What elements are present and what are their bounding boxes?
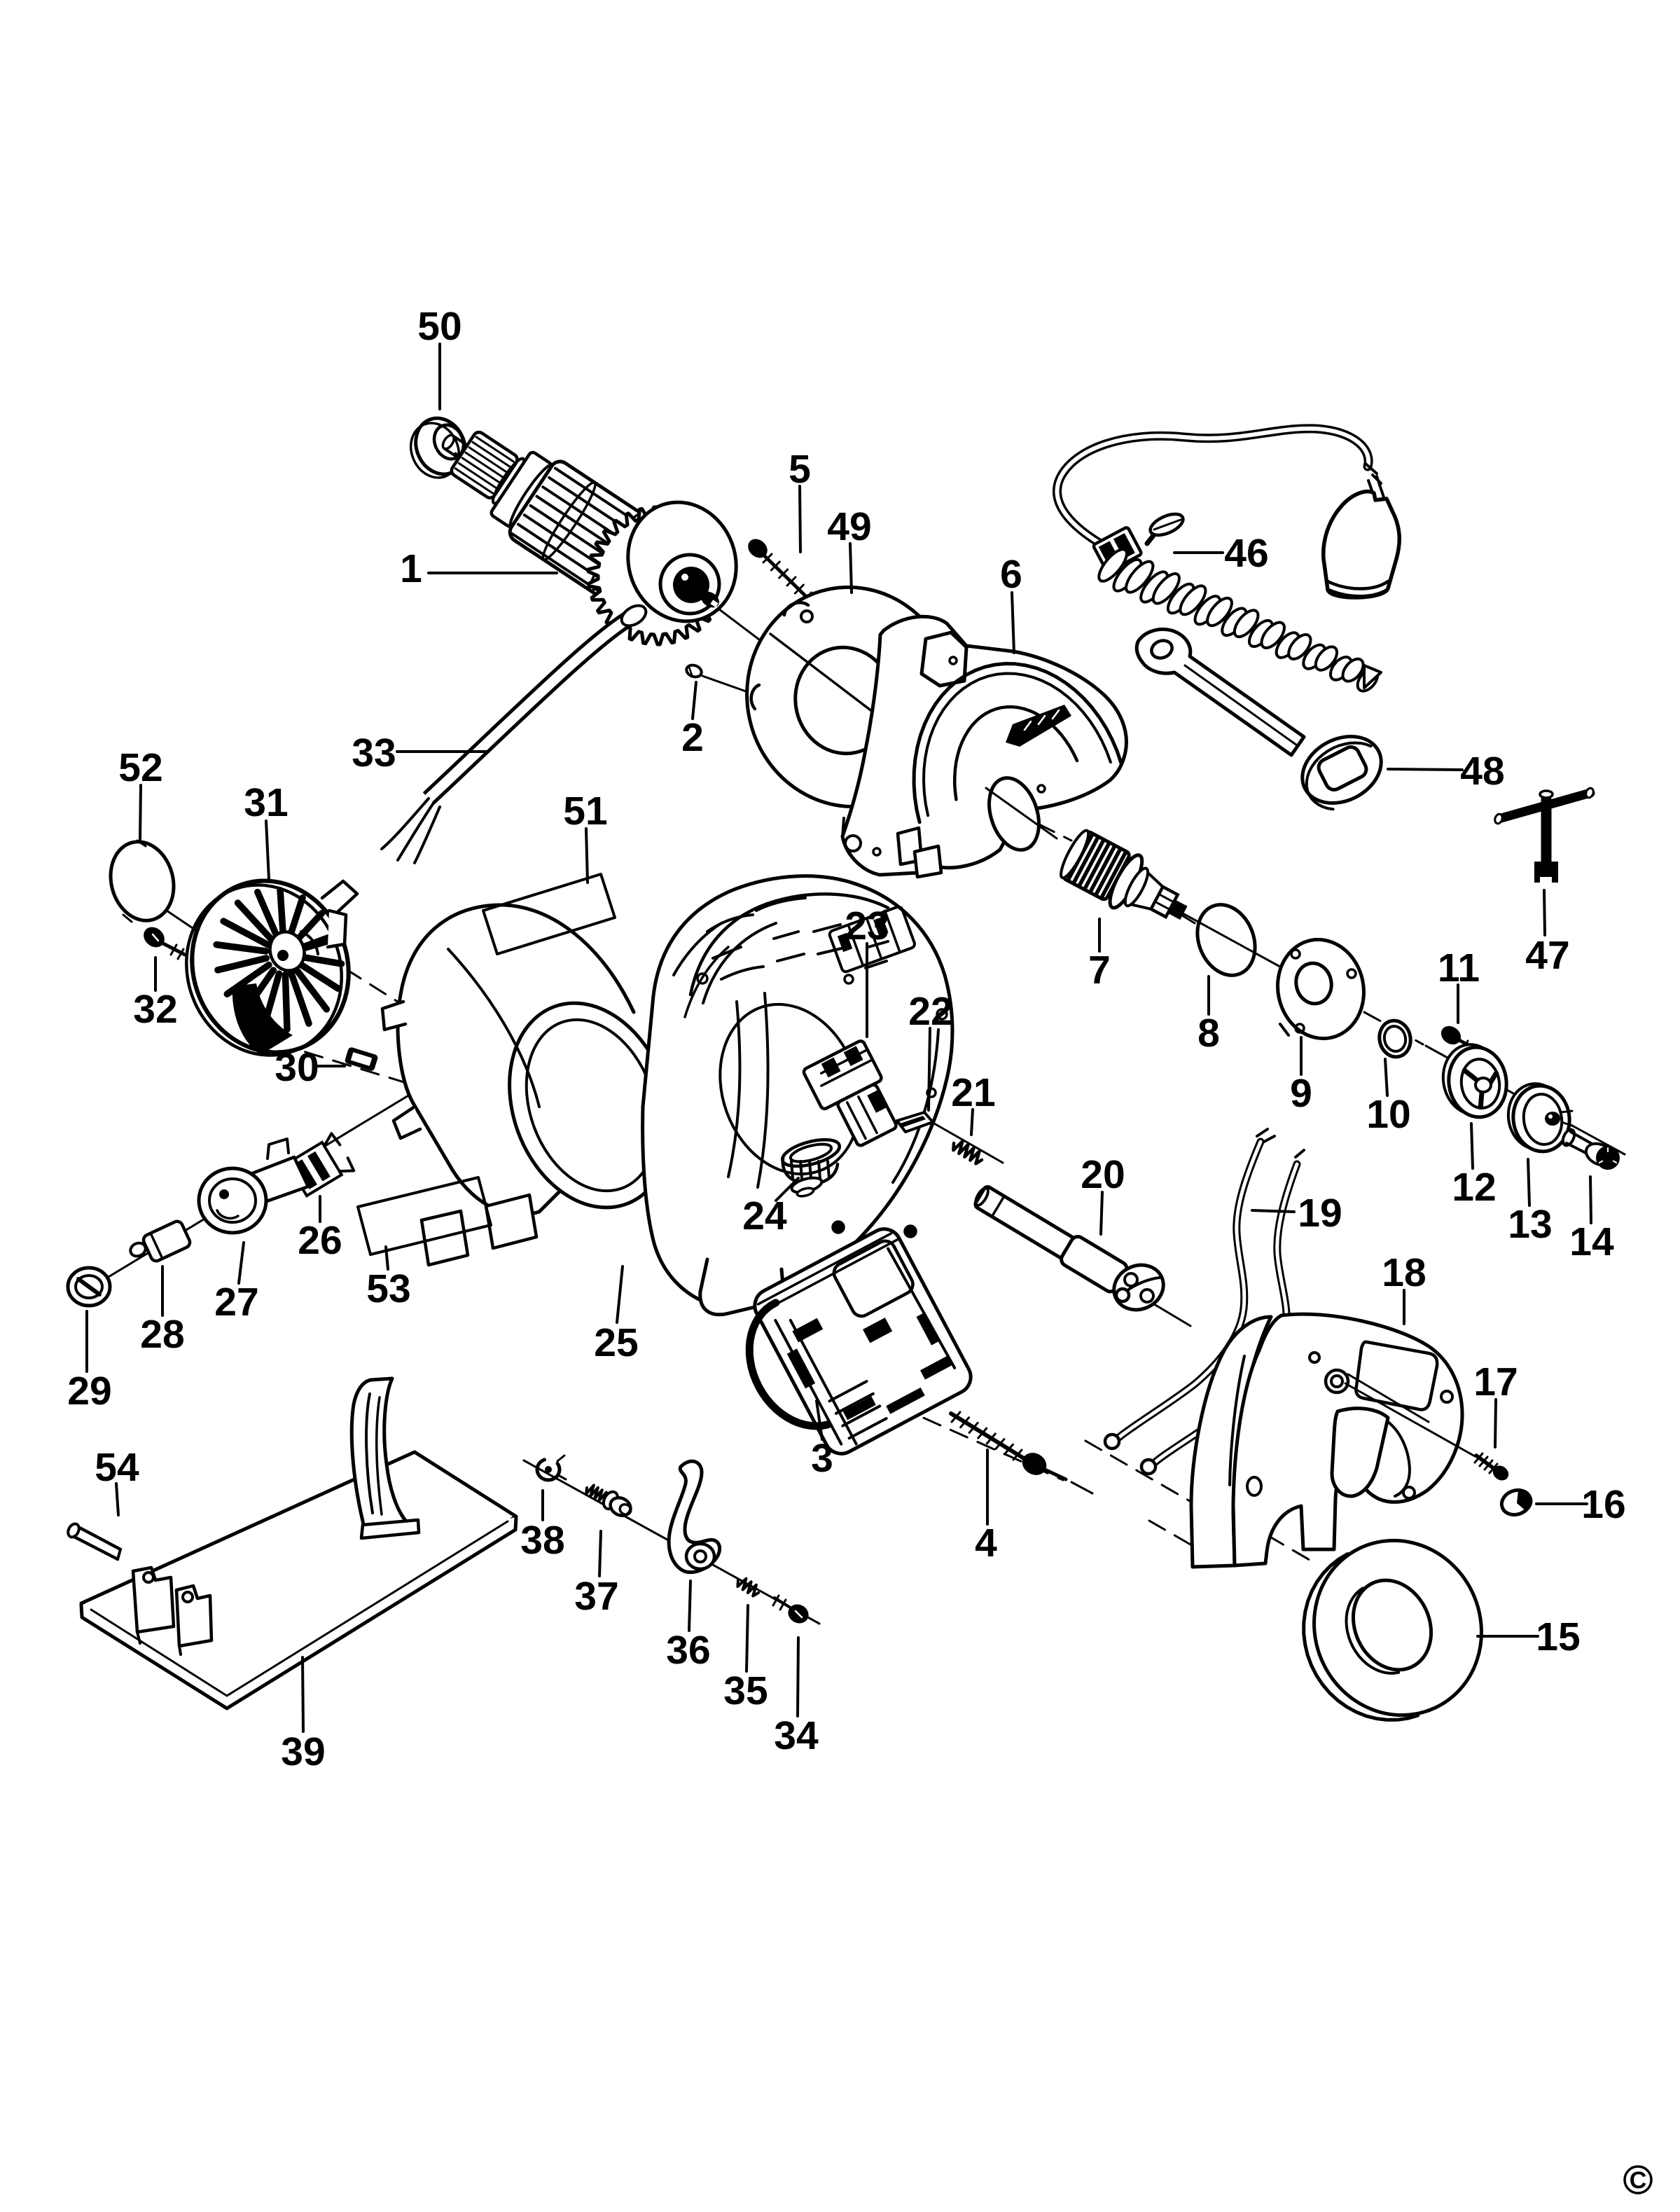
svg-text:11: 11	[1438, 946, 1480, 990]
svg-text:20: 20	[1081, 1152, 1125, 1197]
svg-text:30: 30	[275, 1045, 319, 1090]
svg-text:1: 1	[400, 546, 422, 591]
svg-text:C: C	[1630, 2167, 1647, 2194]
svg-text:35: 35	[723, 1668, 768, 1713]
svg-text:7: 7	[1088, 948, 1111, 993]
svg-text:34: 34	[774, 1713, 819, 1758]
svg-text:24: 24	[742, 1194, 787, 1238]
svg-text:33: 33	[352, 731, 396, 775]
svg-text:4: 4	[975, 1521, 997, 1565]
svg-text:38: 38	[520, 1518, 564, 1563]
svg-text:18: 18	[1382, 1250, 1426, 1295]
svg-text:31: 31	[244, 780, 288, 825]
svg-text:37: 37	[574, 1574, 618, 1619]
svg-text:14: 14	[1569, 1219, 1614, 1264]
svg-text:13: 13	[1508, 1202, 1552, 1247]
svg-text:29: 29	[67, 1369, 111, 1413]
svg-text:19: 19	[1298, 1191, 1342, 1236]
svg-text:39: 39	[281, 1729, 325, 1774]
svg-text:12: 12	[1452, 1165, 1496, 1210]
svg-text:52: 52	[118, 745, 162, 790]
svg-text:3: 3	[811, 1436, 833, 1481]
svg-text:27: 27	[214, 1280, 258, 1325]
svg-text:15: 15	[1536, 1615, 1580, 1659]
svg-text:51: 51	[563, 789, 607, 834]
svg-text:47: 47	[1525, 933, 1569, 978]
svg-text:25: 25	[594, 1320, 638, 1365]
svg-text:21: 21	[951, 1070, 995, 1115]
svg-text:10: 10	[1366, 1092, 1410, 1137]
svg-text:9: 9	[1290, 1071, 1312, 1116]
svg-text:36: 36	[666, 1628, 710, 1673]
svg-text:17: 17	[1473, 1360, 1518, 1404]
svg-text:54: 54	[95, 1445, 139, 1490]
svg-text:2: 2	[681, 715, 704, 760]
svg-text:8: 8	[1197, 1011, 1220, 1056]
svg-text:53: 53	[366, 1266, 410, 1311]
svg-text:16: 16	[1581, 1482, 1625, 1527]
svg-text:23: 23	[845, 904, 889, 948]
svg-text:50: 50	[417, 304, 461, 349]
svg-text:6: 6	[1000, 552, 1022, 597]
svg-text:5: 5	[789, 447, 811, 492]
svg-text:22: 22	[908, 989, 952, 1034]
svg-text:48: 48	[1460, 749, 1504, 794]
svg-text:32: 32	[133, 987, 177, 1032]
svg-text:46: 46	[1224, 531, 1268, 576]
svg-text:49: 49	[827, 504, 871, 549]
svg-text:28: 28	[140, 1312, 184, 1357]
svg-text:26: 26	[298, 1218, 342, 1263]
